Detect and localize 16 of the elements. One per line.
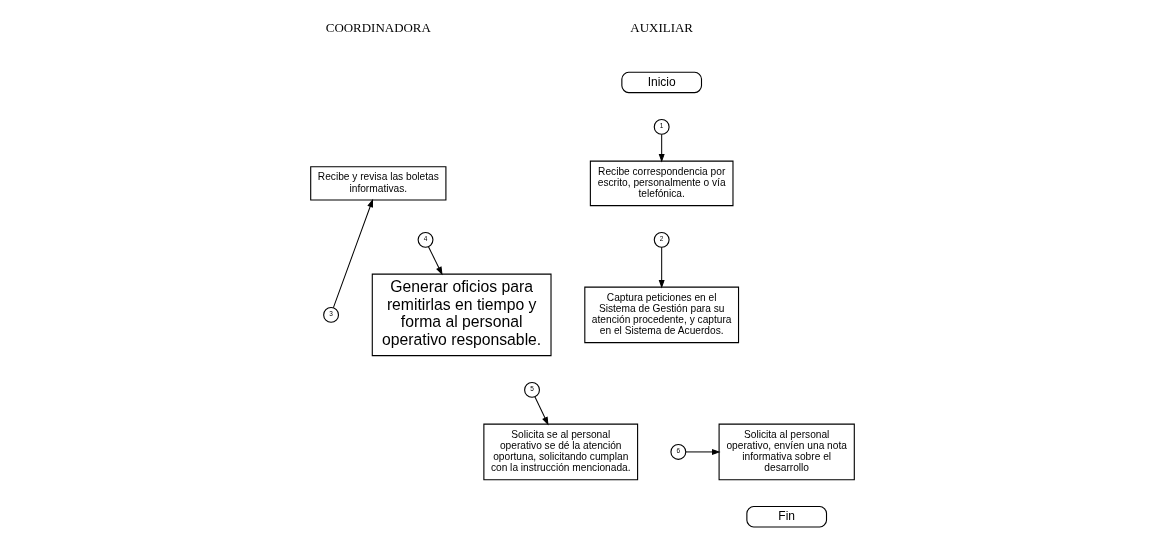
arrow: [658, 134, 665, 163]
arrow: [685, 448, 721, 455]
node-box: Generar oficios para remitirlas en tiempo y forma al personal operativo responsable.: [371, 273, 552, 357]
arrow: [428, 246, 443, 276]
node-box: Solicita al personal operativo, envíen una nota informativa sobre el desarrollo: [718, 423, 855, 481]
node-box: Recibe correspondencia por escrito, personalmente o vía telefónica.: [589, 160, 734, 207]
node-box: Solicita se al personal operativo se dé la atención oportuna, solicitando cumplan con la instrucción mencionada.: [483, 423, 639, 481]
node-box: Fin: [746, 506, 828, 528]
node-box: Recibe y revisa las boletas informativas.: [310, 166, 447, 201]
node-box: Captura peticiones en el Sistema de Gestión para su atención procedente, y captura en el Sistema de Acuerdos.: [584, 286, 740, 344]
arrow: [534, 396, 549, 426]
arrow: [658, 246, 665, 289]
label: AUXILIAR: [630, 20, 693, 36]
arrow: [332, 198, 374, 309]
node-box: Inicio: [621, 71, 703, 94]
label: COORDINADORA: [325, 20, 431, 36]
